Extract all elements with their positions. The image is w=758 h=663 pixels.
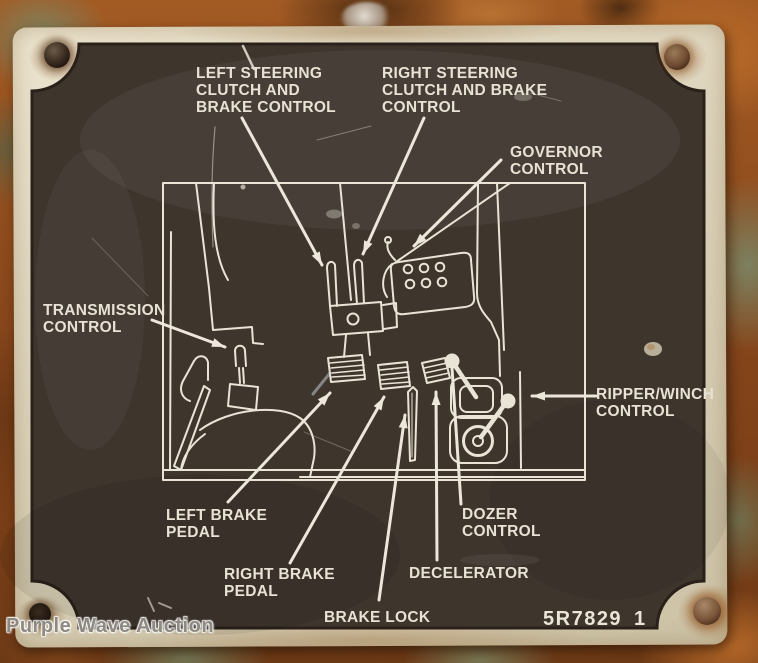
leader-left-steering	[240, 116, 324, 267]
label-left-steering-line3: BRAKE CONTROL	[196, 99, 336, 116]
leader-decelerator	[431, 390, 441, 562]
leader-left-brake	[226, 391, 332, 504]
label-transmission-line1: TRANSMISSION	[43, 302, 165, 319]
label-right-steering-line3: CONTROL	[382, 99, 461, 116]
screw-top-right	[664, 44, 690, 70]
part-revision: 1	[634, 608, 647, 630]
dozer-control-drawing	[444, 353, 503, 419]
label-right-steering-line2: CLUTCH AND BRAKE	[382, 82, 547, 99]
label-left-brake-line1: LEFT BRAKE	[166, 507, 267, 524]
screw-bottom-right	[693, 597, 721, 625]
leader-ripper-winch	[530, 391, 598, 401]
label-ripper-winch-line2: CONTROL	[596, 403, 675, 420]
label-right-brake: RIGHT BRAKE PEDAL	[224, 566, 335, 600]
panel-shading	[0, 50, 730, 635]
leader-governor	[412, 158, 503, 248]
label-right-brake-line2: PEDAL	[224, 583, 278, 600]
label-governor-line2: CONTROL	[510, 161, 589, 178]
label-left-steering: LEFT STEERING CLUTCH AND BRAKE CONTROL	[196, 65, 336, 116]
pedals-drawing	[311, 354, 451, 396]
label-ripper-winch: RIPPER/WINCH CONTROL	[596, 386, 714, 420]
label-governor: GOVERNOR CONTROL	[510, 144, 603, 178]
label-dozer: DOZER CONTROL	[462, 506, 541, 540]
label-dozer-line2: CONTROL	[462, 523, 541, 540]
leader-lines	[150, 116, 598, 602]
label-left-brake-line2: PEDAL	[166, 524, 220, 541]
label-ripper-winch-line1: RIPPER/WINCH	[596, 386, 714, 403]
leader-brake-lock	[377, 413, 408, 602]
diagram-labels: LEFT STEERING CLUTCH AND BRAKE CONTROL R…	[43, 65, 714, 630]
transmission-lever-drawing	[227, 344, 259, 411]
label-transmission-line2: CONTROL	[43, 319, 122, 336]
leader-right-steering	[361, 116, 426, 256]
brake-lock-lever-drawing	[407, 386, 418, 462]
screw-hole-bottom-left	[29, 603, 51, 625]
label-dozer-line1: DOZER	[462, 506, 518, 523]
part-number: 5R7829	[543, 608, 622, 630]
diagram-frame	[162, 182, 586, 481]
leader-dozer	[450, 366, 463, 506]
screw-top-left	[44, 42, 70, 68]
leader-right-brake	[288, 395, 386, 565]
steering-clutch-levers-drawing	[326, 258, 398, 358]
leader-transmission	[150, 318, 227, 349]
cab-structure-drawing	[162, 182, 586, 478]
label-brake-lock: BRAKE LOCK	[324, 609, 431, 626]
label-transmission: TRANSMISSION CONTROL	[43, 302, 165, 336]
scratches	[91, 44, 662, 612]
watermark-purple-wave-auction: Purple Wave Auction	[6, 615, 215, 637]
label-governor-line1: GOVERNOR	[510, 144, 603, 161]
label-right-steering: RIGHT STEERING CLUTCH AND BRAKE CONTROL	[382, 65, 547, 116]
ripper-winch-control-drawing	[449, 393, 516, 464]
instrument-panel-drawing	[382, 236, 476, 316]
label-right-steering-line1: RIGHT STEERING	[382, 65, 518, 82]
label-left-steering-line2: CLUTCH AND	[196, 82, 300, 99]
label-decelerator: DECELERATOR	[409, 565, 529, 582]
operator-seat-drawing	[173, 355, 316, 478]
label-right-brake-line1: RIGHT BRAKE	[224, 566, 335, 583]
label-left-brake: LEFT BRAKE PEDAL	[166, 507, 267, 541]
label-left-steering-line1: LEFT STEERING	[196, 65, 322, 82]
